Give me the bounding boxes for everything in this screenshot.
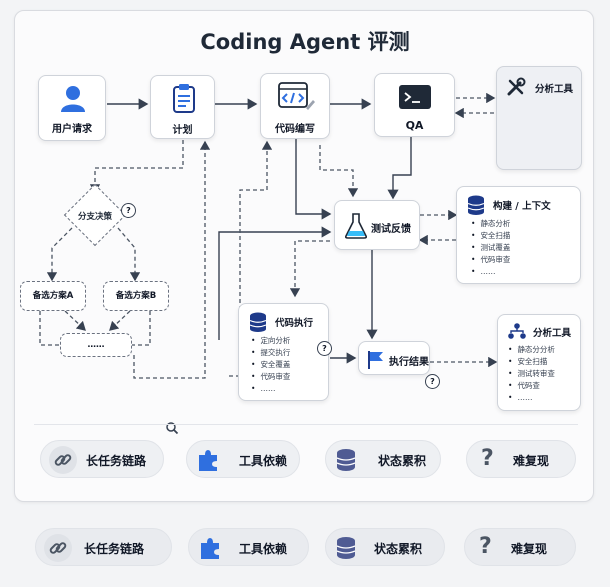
analysis-tools-top-title: 分析工具 [535, 84, 574, 95]
question-icon: ? [479, 534, 492, 559]
terminal-icon [399, 85, 431, 109]
user-request-node[interactable]: 用户请求 [38, 75, 106, 141]
flag-icon [368, 351, 383, 369]
pill-label: 难复现 [511, 542, 548, 556]
code-exec-item: 安全覆盖 [251, 359, 290, 371]
link-icon [54, 454, 72, 466]
exec-result-node[interactable]: 执行结果 [358, 341, 430, 375]
code-exec-item: 定向分析 [251, 335, 290, 347]
pill-label: 状态累积 [378, 454, 427, 468]
test-feedback-node[interactable]: 测试反馈 [334, 200, 420, 250]
option-a-box[interactable]: 备选方案A [20, 281, 86, 311]
build-context-item: 代码审查 [471, 254, 510, 266]
code-exec-list: 定向分析 提交执行 安全覆盖 代码审查 …… [251, 335, 290, 395]
build-context-item: 静态分析 [471, 218, 510, 230]
code-exec-panel[interactable]: 代码执行 定向分析 提交执行 安全覆盖 代码审查 …… [238, 303, 329, 401]
pill-long-chain[interactable]: 长任务链路 [40, 440, 164, 478]
pill-long-chain-bottom[interactable]: 长任务链路 [35, 528, 172, 566]
page-title: Coding Agent 评测 [200, 30, 410, 54]
database-icon [249, 312, 267, 332]
pill-hard-to-reproduce[interactable]: ? 难复现 [466, 440, 576, 478]
plan-node[interactable]: 计划 [150, 75, 215, 139]
code-exec-item: …… [251, 383, 290, 395]
pill-label: 工具依赖 [239, 542, 288, 556]
build-context-list: 静态分析 安全扫描 测试覆盖 代码审查 …… [471, 218, 510, 278]
pill-label: 状态累积 [374, 542, 423, 556]
pill-hard-to-reproduce-bottom[interactable]: ? 难复现 [464, 528, 576, 566]
ellipsis-box: …… [60, 333, 132, 357]
analysis-tools-bottom-title: 分析工具 [533, 328, 572, 339]
build-context-item: …… [471, 266, 510, 278]
code-write-label: 代码编写 [275, 124, 315, 135]
hierarchy-icon [508, 323, 526, 339]
analysis-tools-item: 测试转审查 [508, 368, 555, 380]
clipboard-icon [173, 84, 195, 113]
code-editor-icon [278, 82, 315, 110]
pill-state-accumulation-bottom[interactable]: 状态累积 [325, 528, 445, 566]
analysis-tools-item: 安全扫描 [508, 356, 555, 368]
build-context-item: 测试覆盖 [471, 242, 510, 254]
build-context-panel[interactable]: 构建 / 上下文 静态分析 安全扫描 测试覆盖 代码审查 …… [456, 186, 581, 284]
zoom-icon[interactable] [165, 421, 179, 435]
pill-label: 难复现 [513, 454, 550, 468]
option-b-box[interactable]: 备选方案B [103, 281, 169, 311]
decision-help-icon[interactable]: ? [121, 203, 136, 218]
puzzle-icon [201, 538, 219, 559]
code-exec-item: 代码审查 [251, 371, 290, 383]
build-context-title: 构建 / 上下文 [493, 201, 551, 212]
analysis-tools-bottom-list: 静态分分析 安全扫描 测试转审查 代码查 …… [508, 344, 555, 404]
code-exec-item: 提交执行 [251, 347, 290, 359]
database-icon [336, 449, 356, 471]
user-icon [61, 86, 85, 112]
decision-label: 分支决策 [77, 212, 112, 222]
analysis-tools-item: 代码查 [508, 380, 555, 392]
pill-label: 长任务链路 [84, 542, 145, 556]
analysis-tools-top-panel[interactable]: 分析工具 [496, 66, 582, 170]
link-icon [49, 542, 67, 554]
pill-state-accumulation[interactable]: 状态累积 [325, 440, 441, 478]
plan-label: 计划 [172, 125, 193, 136]
qa-node[interactable]: QA [374, 73, 455, 137]
analysis-tools-item: 静态分分析 [508, 344, 555, 356]
code-exec-help-icon[interactable]: ? [317, 341, 332, 356]
pill-icon-bg [49, 446, 77, 474]
analysis-tools-item: …… [508, 392, 555, 404]
exec-result-label: 执行结果 [389, 357, 429, 368]
database-icon [467, 195, 485, 215]
database-icon [336, 537, 356, 559]
build-context-item: 安全扫描 [471, 230, 510, 242]
tools-icon [507, 77, 526, 96]
analysis-tools-bottom-panel[interactable]: 分析工具 静态分分析 安全扫描 测试转审查 代码查 …… [497, 314, 581, 411]
pill-label: 工具依赖 [239, 454, 288, 468]
pill-label: 长任务链路 [86, 454, 147, 468]
question-icon: ? [481, 446, 494, 471]
code-exec-title: 代码执行 [275, 318, 314, 329]
test-feedback-label: 测试反馈 [371, 224, 411, 235]
flask-icon [345, 213, 367, 239]
pill-tool-dependency[interactable]: 工具依赖 [186, 440, 300, 478]
code-write-node[interactable]: 代码编写 [260, 73, 330, 139]
qa-label: QA [405, 119, 424, 132]
divider [34, 424, 578, 425]
exec-result-help-icon[interactable]: ? [425, 374, 440, 389]
user-request-label: 用户请求 [52, 124, 92, 135]
puzzle-icon [199, 450, 217, 471]
pill-tool-dependency-bottom[interactable]: 工具依赖 [188, 528, 309, 566]
pill-icon-bg [44, 534, 72, 562]
